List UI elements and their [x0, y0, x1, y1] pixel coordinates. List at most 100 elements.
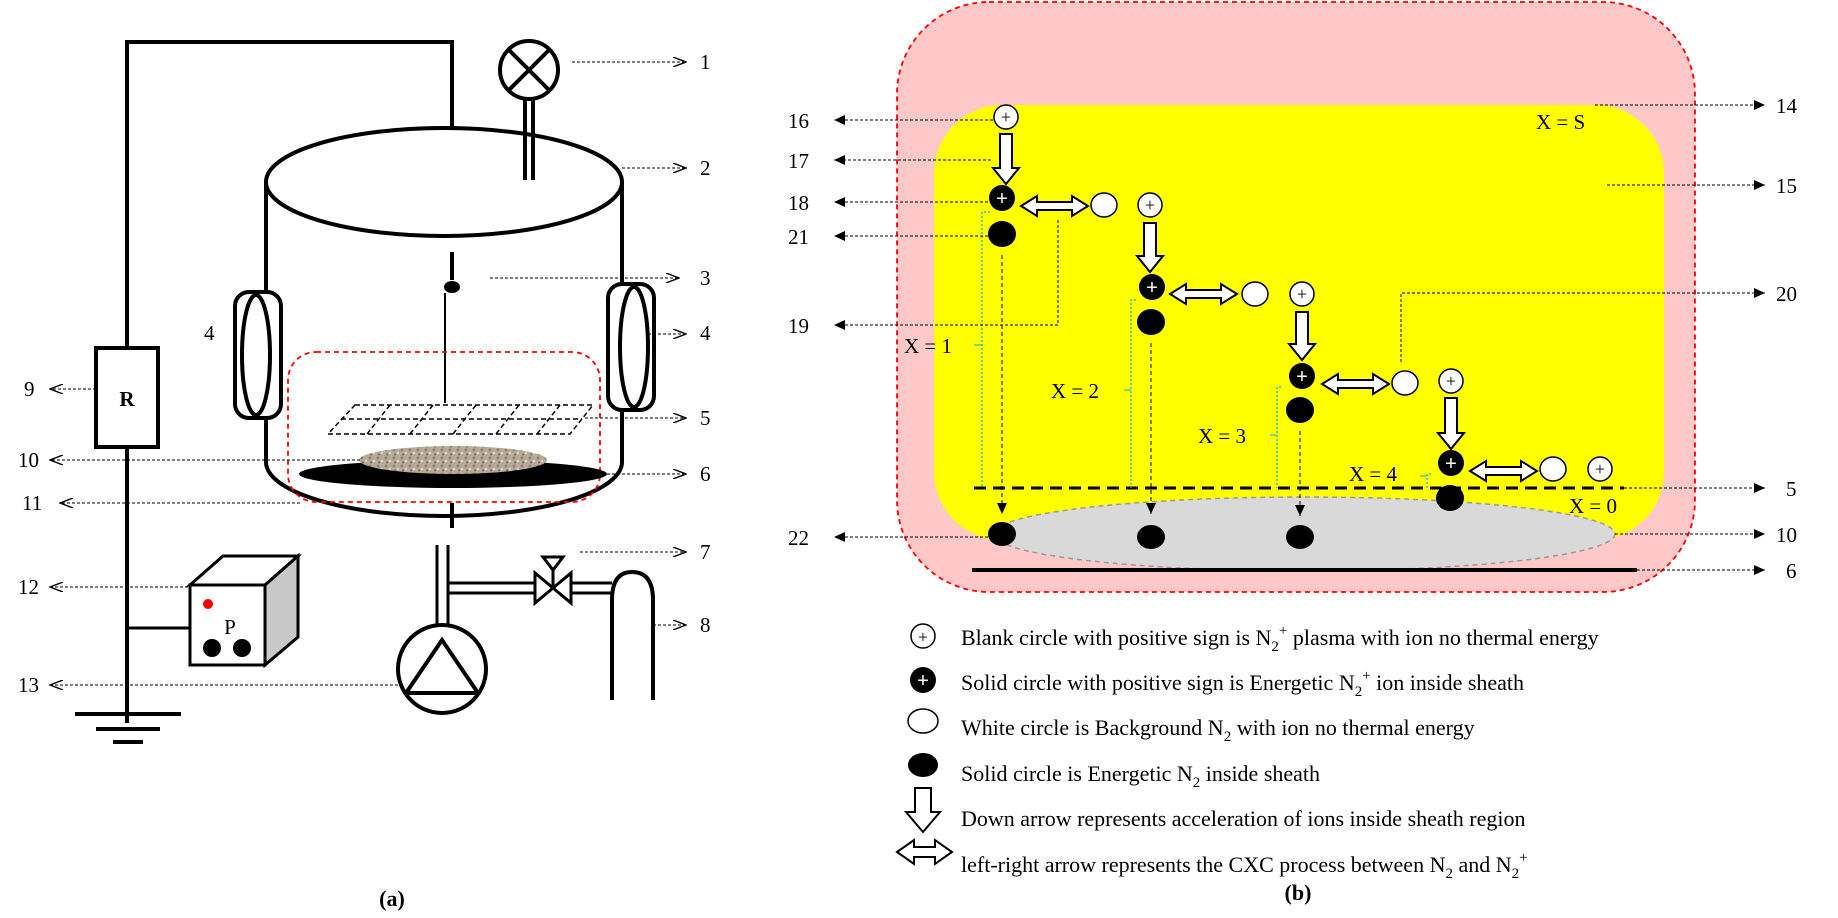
svg-text:+: +: [996, 188, 1008, 210]
callout-b-17: 17: [788, 149, 809, 173]
label-x-3: X = 3: [1198, 424, 1246, 448]
svg-text:+: +: [918, 627, 928, 647]
callout-a-8: 8: [700, 613, 711, 637]
callout-a-7: 7: [700, 540, 711, 564]
callout-b-20: 20: [1776, 282, 1797, 306]
implanted-neutral-icon: [1137, 525, 1165, 549]
callout-a-12: 12: [18, 575, 39, 599]
caption-a: (a): [379, 886, 405, 911]
callout-b-15: 15: [1776, 174, 1797, 198]
callout-b-18: 18: [788, 191, 809, 215]
electrode-tip: [444, 281, 460, 293]
panel-a: R: [18, 39, 711, 911]
svg-text:+: +: [1145, 195, 1155, 215]
blank-plus-circle-icon: [910, 623, 936, 649]
callout-b-10: 10: [1776, 523, 1797, 547]
viewport-left: [233, 290, 283, 420]
callout-a-9: 9: [24, 377, 35, 401]
energetic-ion-icon: [1139, 274, 1165, 300]
acceleration-arrow-icon: [1286, 311, 1318, 362]
sheath-level-guides: [981, 211, 1431, 488]
solid-circle-icon: [908, 753, 938, 777]
callout-a-3: 3: [700, 266, 711, 290]
callout-b-6: 6: [1786, 559, 1797, 583]
callout-a-13: 13: [18, 673, 39, 697]
label-x-1: X = 1: [904, 334, 952, 358]
energetic-neutral-icon: [988, 221, 1016, 247]
background-neutral-icon: [1391, 370, 1419, 396]
ground-symbol: [75, 712, 181, 744]
power-indicator-light: [203, 599, 213, 609]
cxc-arrow-icon: [1168, 282, 1239, 306]
energetic-neutral-icon: [1286, 397, 1314, 423]
valve-icon: [533, 555, 573, 607]
label-x-0: X = 0: [1569, 494, 1617, 518]
cxc-arrow-icon: [1019, 194, 1090, 218]
label-x-4: X = 4: [1349, 462, 1398, 486]
caption-b: (b): [1285, 880, 1312, 905]
energetic-neutral-icon: [1436, 485, 1464, 511]
power-terminal-right: [233, 639, 251, 657]
power-label: P: [224, 615, 236, 639]
legend-item-5: Down arrow represents acceleration of io…: [961, 806, 1525, 831]
plasma-ion-icon: [1137, 192, 1163, 218]
callout-b-5: 5: [1786, 477, 1797, 501]
legend: + + Blank circle with positive sign is N…: [895, 623, 1599, 882]
callout-a-10: 10: [18, 448, 39, 472]
implanted-neutral-icon: [988, 522, 1016, 546]
energetic-ion-icon: [1289, 363, 1315, 389]
legend-item-2: Solid circle with positive sign is Energ…: [961, 668, 1524, 700]
callout-a-2: 2: [700, 156, 711, 180]
sample: [359, 446, 547, 474]
energetic-neutral-icon: [1137, 309, 1165, 335]
svg-text:+: +: [1296, 366, 1308, 388]
svg-text:+: +: [1445, 453, 1457, 475]
callout-arrows-b: [834, 100, 1765, 575]
callout-a-4-right: 4: [700, 321, 711, 345]
callout-b-19: 19: [788, 314, 809, 338]
power-supply: [186, 552, 302, 669]
callout-b-21: 21: [788, 225, 809, 249]
white-circle-icon: [907, 708, 939, 734]
mesh-grid: [326, 404, 595, 435]
plasma-ion-icon: [1438, 368, 1464, 394]
background-neutral-icon: [1241, 281, 1269, 307]
solid-plus-circle-icon: [910, 667, 936, 693]
background-neutral-icon: [1539, 456, 1567, 482]
legend-item-1: Blank circle with positive sign is N2+ p…: [961, 623, 1599, 655]
svg-text:+: +: [1446, 371, 1456, 391]
species-group-4: + +: [1435, 397, 1613, 511]
energetic-ion-icon: [1438, 450, 1464, 476]
callout-arrows-a: [50, 62, 686, 685]
svg-text:+: +: [1297, 284, 1307, 304]
callout-a-1: 1: [700, 50, 711, 74]
label-x-s: X = S: [1536, 110, 1585, 134]
callout-a-4-left: 4: [204, 321, 215, 345]
svg-text:+: +: [917, 670, 929, 692]
svg-text:+: +: [1146, 277, 1158, 299]
plasma-ion-icon: [1289, 281, 1315, 307]
callout-b-14: 14: [1776, 94, 1798, 118]
plasma-ion-icon: [993, 104, 1019, 130]
callout-a-11: 11: [22, 491, 42, 515]
cxc-arrow-icon: [1320, 372, 1391, 396]
power-terminal-left: [203, 639, 221, 657]
acceleration-arrow-icon: [1435, 397, 1467, 451]
acceleration-arrow-icon: [990, 133, 1022, 186]
resistor-label: R: [119, 387, 135, 411]
species-group-3: + +: [1286, 311, 1464, 549]
plasma-ion-icon: [1587, 456, 1613, 482]
callout-a-6: 6: [700, 462, 711, 486]
discharge-region: [287, 351, 601, 503]
x-value-ticks: [974, 344, 1427, 477]
callout-a-5: 5: [700, 406, 711, 430]
callout-b-22: 22: [788, 526, 809, 550]
vacuum-pump-icon: [396, 623, 488, 715]
panel-b: + + + + + +: [788, 1, 1798, 905]
species-group-2: + +: [1134, 222, 1315, 549]
gas-line: [435, 545, 612, 636]
callout-b-16: 16: [788, 109, 809, 133]
left-right-arrow-icon: [895, 838, 954, 866]
implanted-neutral-icon: [1286, 525, 1314, 549]
